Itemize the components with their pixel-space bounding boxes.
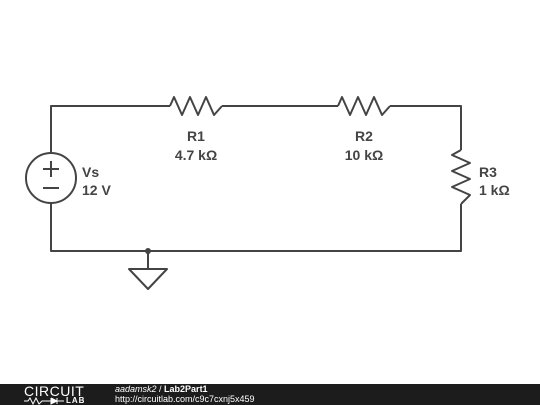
ground-symbol [128,251,168,290]
vs-name-label: Vs [82,164,99,180]
circuitlab-logo-squiggle-icon [24,397,64,405]
breadcrumb-separator: / [156,384,165,394]
project-name-link[interactable]: Lab2Part1 [164,384,208,394]
circuit-schematic: R1 4.7 kΩ R2 10 kΩ R3 1 kΩ Vs 12 V [25,96,510,290]
username-link[interactable]: aadamsk2 [115,384,157,394]
voltage-source-symbol [25,152,77,204]
right-wire-bottom [50,204,462,252]
top-wire-left [50,105,170,149]
r3-name-label: R3 [479,164,497,180]
r2-value-label: 10 kΩ [345,147,383,163]
resistor-r1-symbol [169,96,223,116]
resistor-r2-symbol [337,96,391,116]
circuitlab-logo-lab: LAB [66,396,86,405]
r2-name-label: R2 [355,128,373,144]
r1-value-label: 4.7 kΩ [175,147,217,163]
top-wire-right [390,105,462,150]
project-breadcrumb: aadamsk2 / Lab2Part1 [115,384,208,395]
r1-name-label: R1 [187,128,205,144]
r3-value-label: 1 kΩ [479,182,510,198]
resistor-r3-symbol [451,149,471,205]
project-url-link[interactable]: http://circuitlab.com/c9c7cxnj5x459 [115,394,255,404]
vs-value-label: 12 V [82,182,111,198]
footer-bar: CIRCUIT LAB aadamsk2 / Lab2Part1 http://… [0,384,540,405]
circuitlab-logo-text: CIRCUIT [24,383,85,399]
